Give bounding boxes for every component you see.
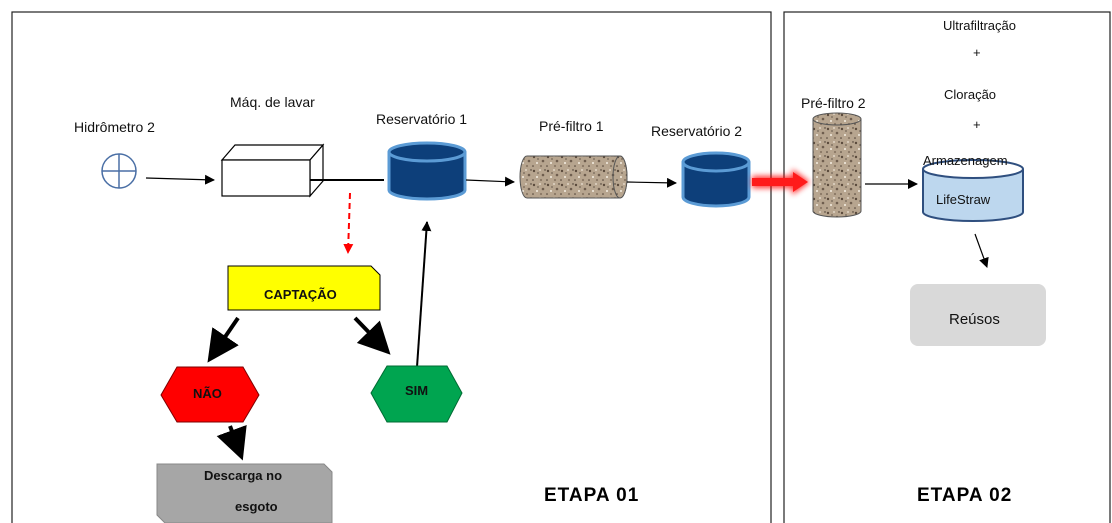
hydrometer-label: Hidrômetro 2	[74, 119, 155, 135]
sim-label: SIM	[405, 383, 429, 398]
prefilter-2-label: Pré-filtro 2	[801, 95, 866, 111]
reservoir-1-icon	[387, 141, 467, 201]
arrow-prefilter1-to-reservoir2	[626, 177, 677, 188]
stage2-title: ETAPA 02	[917, 485, 1013, 506]
lifestraw-label: LifeStraw	[936, 192, 991, 207]
captacao-label: CAPTAÇÃO	[264, 287, 337, 302]
arrow-reservoir1-to-prefilter1	[465, 176, 515, 187]
stage1-panel	[11, 11, 772, 523]
process-step-cloracao: Cloração	[944, 87, 997, 102]
lifestraw-cylinder-icon	[922, 159, 1024, 222]
reservoir-2-icon	[681, 151, 751, 208]
reusos-label: Reúsos	[949, 311, 1000, 328]
arrow-washer-to-captacao	[343, 192, 354, 254]
stage1-title: ETAPA 01	[544, 485, 640, 506]
sim-hexagon	[370, 365, 463, 423]
reusos-box	[910, 284, 1046, 346]
washer-label: Máq. de lavar	[230, 94, 315, 110]
arrow-stage1-to-stage2	[752, 169, 810, 195]
prefilter-1-label: Pré-filtro 1	[539, 118, 604, 134]
nao-label: NÃO	[193, 386, 222, 401]
stage2-panel	[783, 11, 1111, 523]
arrow-lifestraw-to-reusos	[974, 233, 989, 268]
arrow-sim-to-reservoir1	[416, 221, 432, 368]
arrow-captacao-to-nao	[207, 316, 240, 363]
process-plus-1: +	[973, 45, 981, 60]
arrow-nao-to-descarga	[216, 424, 247, 461]
captacao-box	[227, 265, 381, 311]
descarga-box	[156, 463, 333, 523]
prefilter-1-icon	[519, 155, 628, 199]
process-plus-2: +	[973, 117, 981, 132]
reservoir-1-label: Reservatório 1	[376, 111, 468, 127]
nao-hexagon	[160, 366, 260, 423]
arrow-hydrometer-to-washer	[145, 174, 215, 185]
descarga-label-line2: esgoto	[235, 499, 278, 514]
process-step-armazenagem: Armazenagem	[923, 153, 1008, 168]
prefilter-2-icon	[812, 112, 862, 218]
arrow-captacao-to-sim	[353, 316, 391, 355]
process-step-ultrafiltracao: Ultrafiltração	[943, 18, 1016, 33]
reservoir-2-label: Reservatório 2	[651, 123, 743, 139]
hydrometer-icon	[101, 153, 137, 189]
washing-machine-icon	[220, 143, 325, 198]
descarga-label-line1: Descarga no	[204, 468, 283, 483]
